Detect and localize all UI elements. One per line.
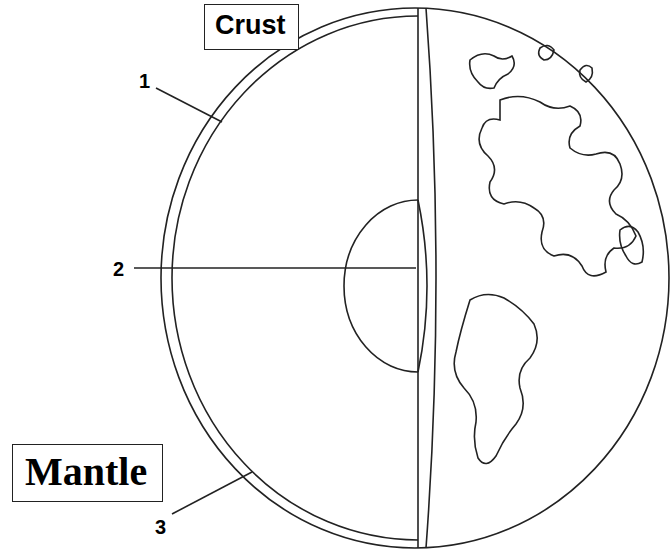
globe-outline <box>161 8 669 548</box>
continent <box>580 65 593 82</box>
continent <box>470 54 515 89</box>
crust-inner-line <box>172 16 418 540</box>
layer-name: Mantle <box>25 449 150 495</box>
callout-number: 3 <box>154 516 167 538</box>
leader-line <box>156 88 222 122</box>
continent <box>479 96 636 275</box>
layer-name-box: Mantle <box>12 444 163 502</box>
continent <box>454 294 537 463</box>
core-edge <box>418 200 427 372</box>
leader-line <box>172 472 252 514</box>
layer-name: Crust <box>215 10 288 41</box>
core-outline <box>344 200 418 372</box>
continent <box>620 226 644 264</box>
leader-line <box>134 267 416 269</box>
continent <box>539 45 554 60</box>
callout-number: 2 <box>112 258 125 280</box>
cut-plane-line <box>417 8 419 548</box>
layer-name-box: Crust <box>204 4 299 50</box>
callout-number: 1 <box>138 70 151 92</box>
